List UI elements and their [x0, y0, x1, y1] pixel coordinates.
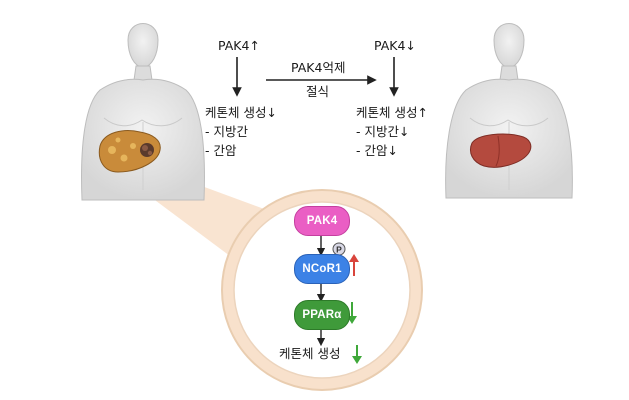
diseased-liver-icon	[98, 130, 161, 173]
right-item-liver-cancer: - 간암↓	[356, 143, 398, 158]
right-result-title: 케톤체 생성↑	[356, 105, 428, 120]
node-pak4: PAK4	[294, 206, 350, 236]
left-human-figure	[81, 23, 205, 201]
left-top-label: PAK4↑	[218, 38, 260, 53]
outcome-down-arrow	[352, 345, 362, 364]
left-item-liver-cancer: - 간암	[205, 143, 237, 158]
node-ppara: PPARα	[294, 300, 350, 330]
ncor1-up-arrow	[349, 254, 359, 276]
zoom-callout	[112, 164, 423, 391]
right-top-label: PAK4↓	[374, 38, 416, 53]
left-item-fatty-liver: - 지방간	[205, 124, 248, 139]
pathway-outcome-label: 케톤체 생성	[279, 346, 341, 361]
node-ncor1: NCoR1	[294, 254, 350, 284]
svg-text:P: P	[336, 245, 342, 255]
left-result-title: 케톤체 생성↓	[205, 105, 277, 120]
right-item-fatty-liver: - 지방간↓	[356, 124, 410, 139]
right-human-figure	[445, 23, 573, 199]
middle-arrow-label-1: PAK4억제	[291, 60, 346, 75]
healthy-liver-icon	[470, 133, 532, 168]
middle-arrow-label-2: 절식	[306, 84, 330, 99]
